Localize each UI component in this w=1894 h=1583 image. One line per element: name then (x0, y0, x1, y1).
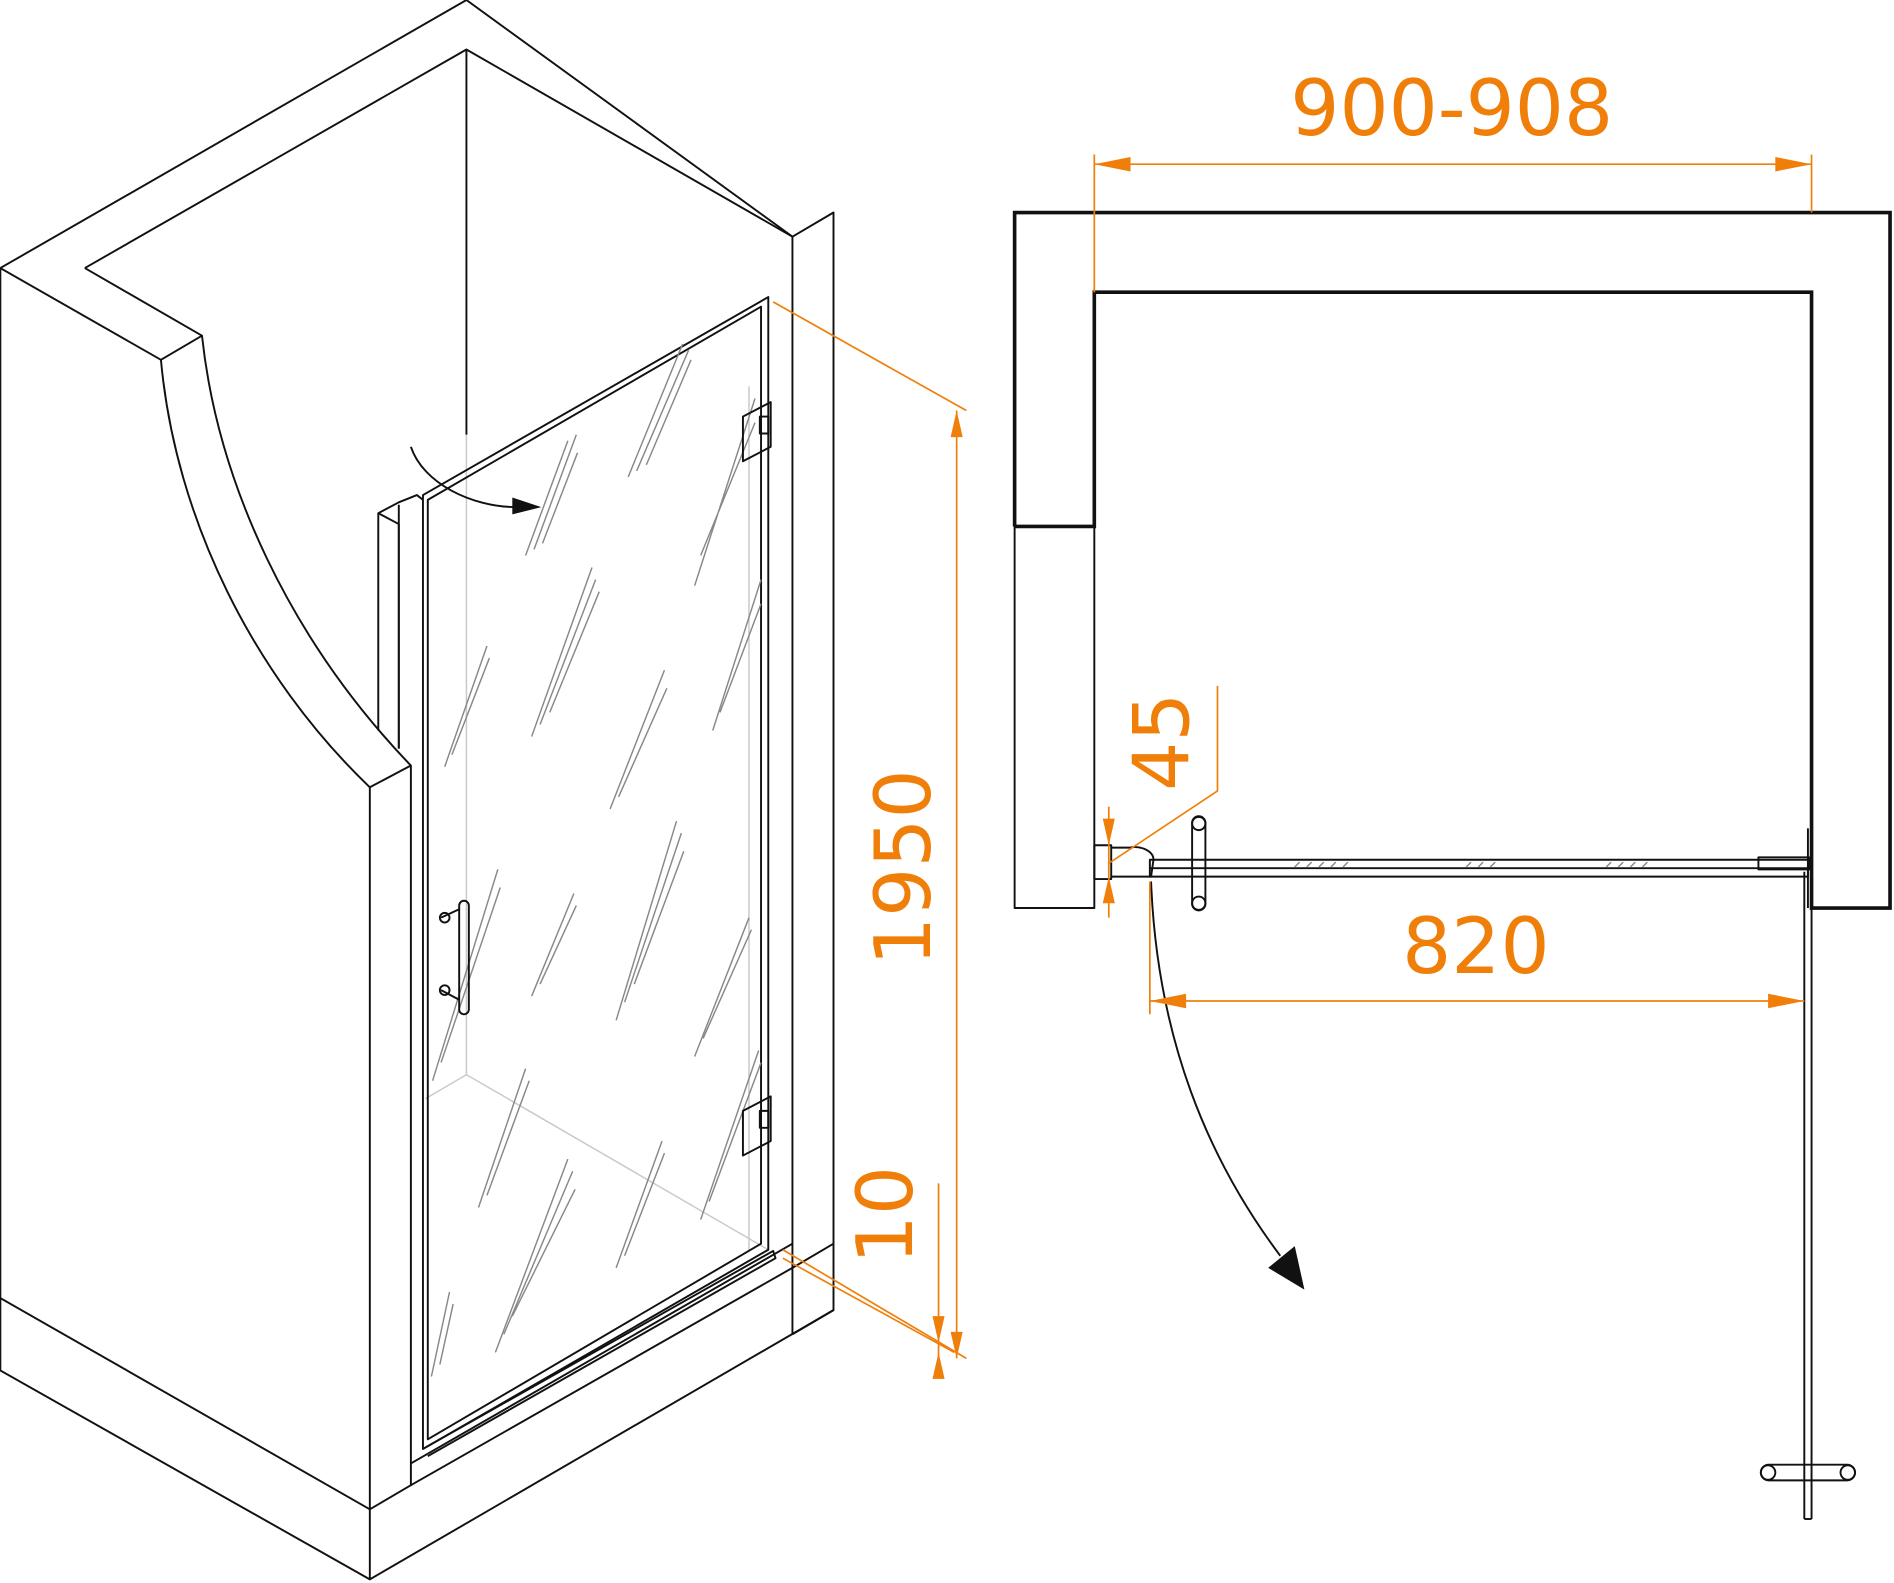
glass-door (421, 296, 777, 1458)
plan-handle-icon (1191, 815, 1207, 912)
isometric-view: 1950 10 (0, 0, 967, 1581)
plan-walls (1012, 210, 1892, 910)
height-label: 1950 (859, 769, 949, 966)
hinge-bottom (741, 1095, 772, 1157)
door-swing-arrow-icon (1150, 881, 1305, 1290)
wall-structure (0, 0, 835, 1581)
profile-depth-dimension (1102, 685, 1219, 918)
swing-arrow-icon (409, 446, 542, 515)
glass-hatching (430, 343, 762, 1377)
opening-width-label: 900-908 (1290, 64, 1613, 154)
hinge-top (741, 401, 772, 463)
plan-view: 900-908 (1012, 64, 1892, 1520)
wall-profile (377, 494, 424, 749)
profile-depth-label: 45 (1117, 693, 1207, 791)
height-dimension (772, 301, 967, 1379)
door-handle-icon (438, 899, 470, 1016)
threshold-label: 10 (841, 1166, 931, 1264)
floor-lines (425, 386, 769, 1251)
glass-hatch-plan (1294, 861, 1648, 868)
door-width-dimension (1149, 881, 1805, 1015)
door-width-label: 820 (1402, 902, 1549, 992)
opening-width-dimension (1093, 154, 1813, 293)
plan-door-closed (1093, 828, 1811, 909)
plan-door-open (1759, 871, 1856, 1520)
